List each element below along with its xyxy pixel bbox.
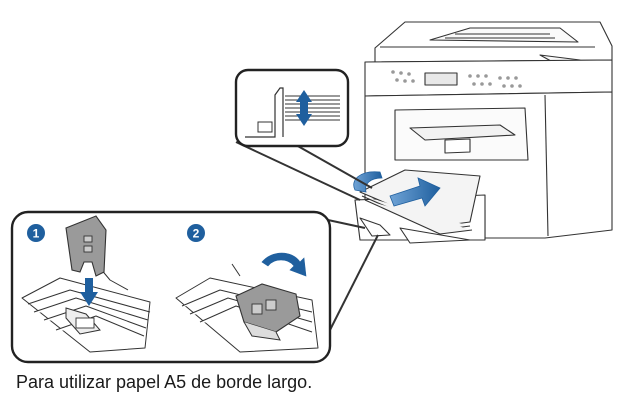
step-1: 1: [21, 215, 151, 353]
zoom-inset: [234, 68, 350, 148]
blue-arrow-icon: [353, 171, 441, 207]
down-arrow-icon: [80, 278, 98, 306]
step-1-badge: [27, 224, 45, 242]
step-2-badge: [187, 224, 205, 242]
double-arrow-icon: [296, 90, 312, 126]
step-2-number: 2: [193, 227, 200, 241]
step-panel-lines: [327, 219, 379, 331]
zoom-callout-lines: [235, 141, 373, 201]
curved-arrow-icon: [261, 252, 307, 277]
step-2: 2: [175, 224, 319, 353]
step-1-number: 1: [33, 227, 40, 241]
instruction-caption: Para utilizar papel A5 de borde largo.: [16, 372, 313, 392]
